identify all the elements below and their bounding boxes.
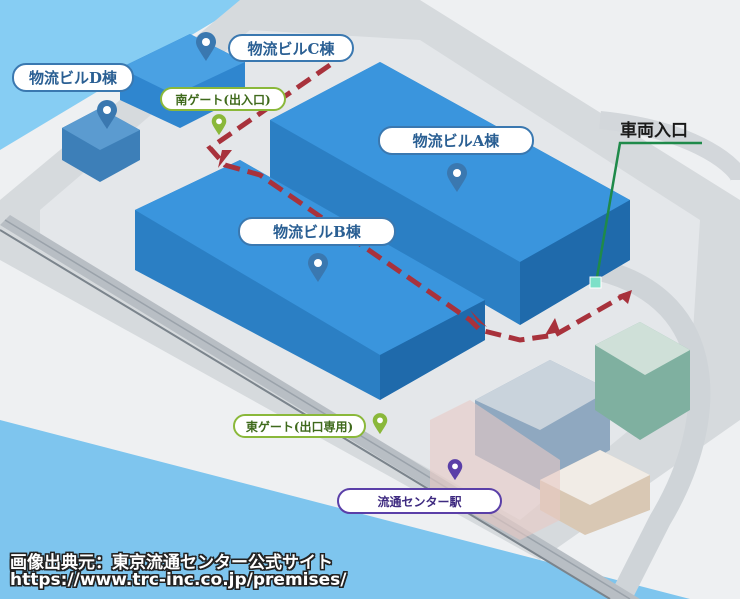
route-arrow-3 — [545, 318, 560, 335]
map-pin-icon[interactable] — [96, 100, 118, 130]
map-pin-icon[interactable] — [446, 163, 468, 193]
road-curve — [597, 259, 711, 599]
image-source-caption: 画像出典元：東京流通センター公式サイト — [10, 553, 333, 573]
gate-pin-icon[interactable] — [211, 114, 227, 136]
label-building-b[interactable]: 物流ビルB棟 — [238, 217, 396, 246]
route-arrow-4 — [618, 290, 632, 304]
vehicle-route — [206, 62, 627, 343]
label-east-gate[interactable]: 東ゲート(出口専用) — [233, 414, 366, 438]
label-station[interactable]: 流通センター駅 — [337, 488, 502, 514]
label-vehicle-entrance: 車両入口 — [620, 121, 688, 141]
route-arrow-2 — [470, 310, 487, 327]
map-pin-icon[interactable] — [307, 253, 329, 283]
station-pin-icon[interactable] — [447, 459, 463, 481]
entry-leader-line — [594, 141, 702, 284]
label-south-gate[interactable]: 南ゲート(出入口) — [160, 87, 286, 111]
gate-pin-icon[interactable] — [372, 413, 388, 435]
entry-marker — [589, 276, 602, 289]
label-building-c[interactable]: 物流ビルC棟 — [228, 34, 354, 62]
label-building-a[interactable]: 物流ビルA棟 — [378, 126, 534, 155]
image-source-url: https://www.trc-inc.co.jp/premises/ — [10, 570, 347, 590]
route-arrow-1 — [218, 150, 232, 168]
label-building-d[interactable]: 物流ビルD棟 — [12, 63, 134, 92]
map-pin-icon[interactable] — [195, 32, 217, 62]
